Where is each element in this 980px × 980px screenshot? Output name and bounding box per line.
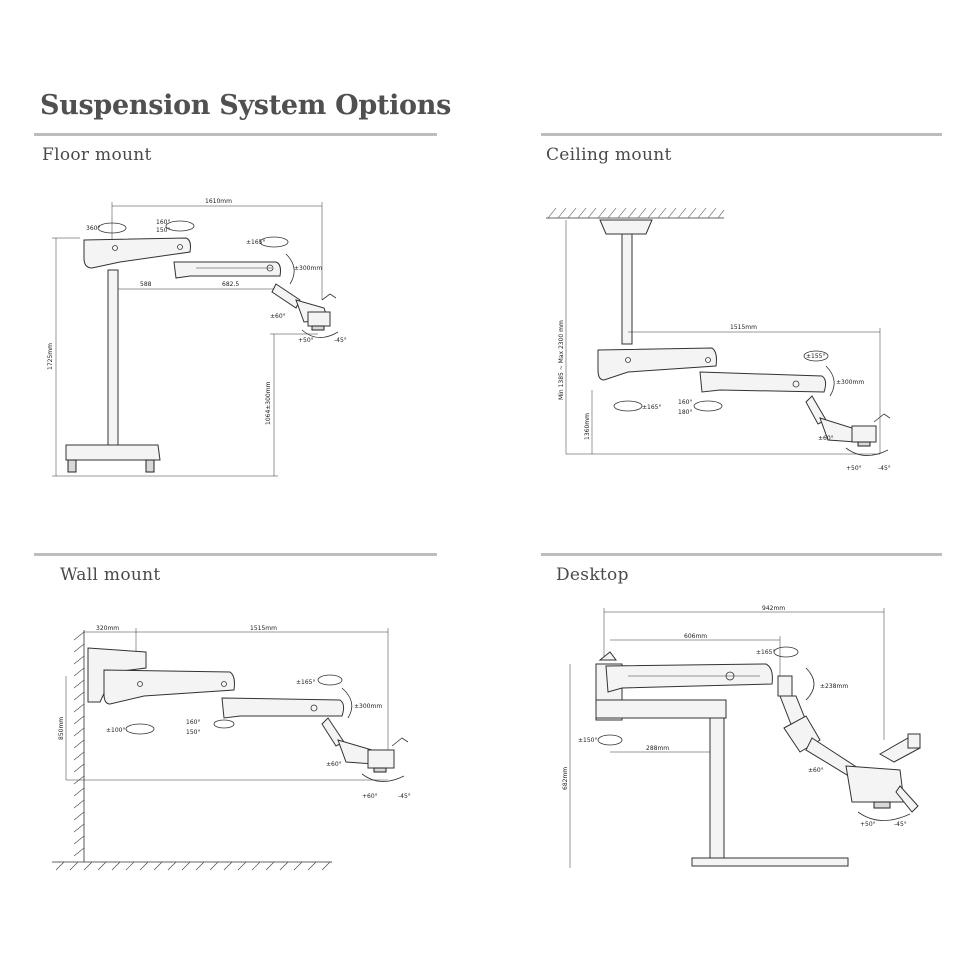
floor-rot-base: 360° xyxy=(86,225,100,232)
ceiling-lift-dim: 1360mm xyxy=(584,413,591,440)
wall-head-rot: ±165° xyxy=(296,679,315,686)
floor-height-dim: 1725mm xyxy=(47,343,54,370)
ceiling-swing-b: -45° xyxy=(878,465,891,472)
ceiling-mount-drawing: Min 1385 ~ Max 2300 mm 1360mm 1515mm ±16… xyxy=(546,207,891,472)
desktop-arm-dim: 606mm xyxy=(684,633,707,640)
wall-swing-a: +60° xyxy=(362,793,378,800)
desktop-swing-b: -45° xyxy=(894,821,907,828)
wall-swing-b: -45° xyxy=(398,793,411,800)
desktop-offset-dim: 288mm xyxy=(646,745,669,752)
floor-tilt: ±60° xyxy=(270,313,286,320)
floor-arm2-dim: 682.5 xyxy=(222,281,239,288)
desktop-base-rot: ±150° xyxy=(578,737,597,744)
desktop-head-rot: ±165° xyxy=(756,649,775,656)
wall-mount-drawing: 320mm 1515mm 850mm ±100° 160° 150° ±165°… xyxy=(52,625,411,871)
section-divider-desktop xyxy=(541,553,942,556)
floor-head-rot: ±165° xyxy=(246,239,265,246)
ceiling-rot-arm-a: 160° xyxy=(678,399,692,406)
desktop-tilt: ±60° xyxy=(808,767,824,774)
ceiling-mount-label: Ceiling mount xyxy=(546,145,672,165)
ceiling-head-rot: ±155° xyxy=(806,353,825,360)
ceiling-rot-arm-b: 180° xyxy=(678,409,692,416)
wall-head-travel: ±300mm xyxy=(354,703,382,710)
floor-lift-dim: 1064±300mm xyxy=(265,381,272,425)
ceiling-head-travel: ±300mm xyxy=(836,379,864,386)
section-divider-floor xyxy=(34,133,437,136)
floor-swing-a: +50° xyxy=(298,337,314,344)
wall-mount-label: Wall mount xyxy=(60,565,161,585)
wall-rot-arm-b: 150° xyxy=(186,729,200,736)
page-title: Suspension System Options xyxy=(40,90,451,121)
desktop-reach-dim: 942mm xyxy=(762,605,785,612)
desktop-swing-a: +50° xyxy=(860,821,876,828)
desktop-travel-dim: ±238mm xyxy=(820,683,848,690)
ceiling-reach-dim: 1515mm xyxy=(730,324,757,331)
floor-mount-label: Floor mount xyxy=(42,145,152,165)
wall-reach-dim: 1515mm xyxy=(250,625,277,632)
wall-offset-dim: 320mm xyxy=(96,625,119,632)
desktop-label: Desktop xyxy=(556,565,629,585)
wall-height-dim: 850mm xyxy=(58,717,65,740)
wall-rot-arm-a: 160° xyxy=(186,719,200,726)
floor-mount-drawing: 1610mm 1725mm 1064±300mm 360° 160° 150° … xyxy=(47,198,347,477)
ceiling-swing-a: +50° xyxy=(846,465,862,472)
floor-rot-arm-b: 150° xyxy=(156,227,170,234)
floor-rot-arm-a: 160° xyxy=(156,219,170,226)
floor-swing-b: -45° xyxy=(334,337,347,344)
ceiling-height-dim: Min 1385 ~ Max 2300 mm xyxy=(558,320,565,400)
wall-tilt: ±60° xyxy=(326,761,342,768)
desktop-height-dim: 682mm xyxy=(562,767,569,790)
floor-arm1-dim: 588 xyxy=(140,281,152,288)
floor-head-travel: ±300mm xyxy=(294,265,322,272)
floor-reach-dim: 1610mm xyxy=(205,198,232,205)
wall-base-rot: ±100° xyxy=(106,727,125,734)
ceiling-tilt: ±60° xyxy=(818,435,834,442)
ceiling-base-rot: ±165° xyxy=(642,404,661,411)
desktop-drawing: 942mm 606mm 288mm 682mm ±150° ±165° ±238… xyxy=(562,605,921,868)
section-divider-ceiling xyxy=(541,133,942,136)
section-divider-wall xyxy=(34,553,437,556)
